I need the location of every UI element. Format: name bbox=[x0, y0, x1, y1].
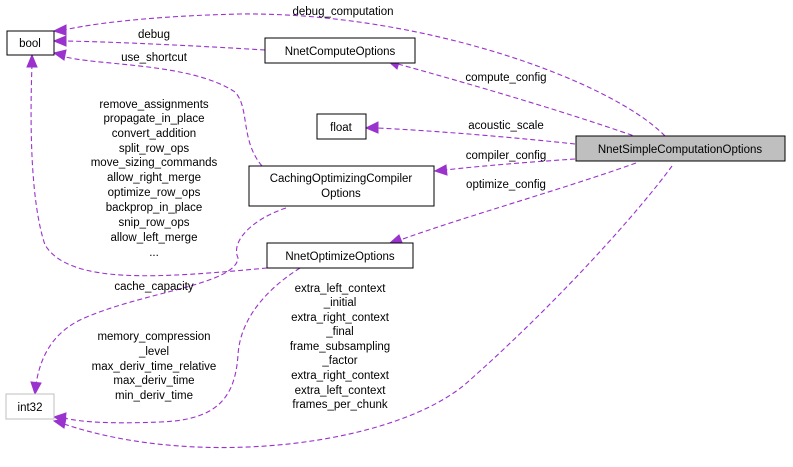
node-label: float bbox=[330, 122, 353, 134]
field-label: optimize_row_ops bbox=[108, 187, 201, 199]
field-label: _initial bbox=[323, 297, 357, 309]
node-box bbox=[264, 37, 416, 64]
field-label: allow_left_merge bbox=[111, 232, 198, 244]
node-box bbox=[5, 393, 55, 420]
arrowhead-caching bbox=[433, 164, 448, 176]
node-box bbox=[575, 135, 786, 162]
edge-labels: debug_computation debug use_shortcut com… bbox=[91, 6, 547, 411]
node-box bbox=[6, 30, 55, 56]
edge-simple-to-caching bbox=[444, 158, 576, 171]
arrowhead-int32-simple bbox=[52, 417, 67, 429]
node-nnet-simple-computation-options[interactable]: NnetSimpleComputationOptions bbox=[575, 135, 786, 162]
node-box bbox=[248, 165, 435, 207]
edge-simple-to-float bbox=[376, 127, 576, 145]
node-box bbox=[316, 113, 367, 140]
edge-compute-to-bool bbox=[63, 40, 266, 51]
label-compute-config: compute_config bbox=[465, 72, 546, 84]
field-label: snip_row_ops bbox=[119, 217, 190, 229]
node-nnet-optimize-options[interactable]: NnetOptimizeOptions bbox=[266, 242, 414, 269]
field-label: memory_compression bbox=[97, 331, 210, 343]
label-cache-capacity: cache_capacity bbox=[114, 281, 194, 293]
field-label: _factor bbox=[321, 355, 357, 367]
label-debug: debug bbox=[138, 29, 170, 41]
field-label: _final bbox=[325, 326, 354, 338]
field-label: backprop_in_place bbox=[106, 202, 203, 214]
label-acoustic-scale: acoustic_scale bbox=[468, 120, 543, 132]
arrowhead-bool-flags bbox=[26, 53, 38, 68]
field-label: extra_right_context bbox=[291, 312, 390, 324]
edge-caching-to-int32 bbox=[35, 207, 287, 385]
field-label: remove_assignments bbox=[99, 99, 209, 111]
field-label: split_row_ops bbox=[119, 143, 190, 155]
edge-caching-to-bool bbox=[61, 55, 263, 167]
field-label: move_sizing_commands bbox=[91, 157, 218, 169]
arrowhead-bool-shortcut bbox=[52, 49, 67, 61]
label-use-shortcut: use_shortcut bbox=[121, 52, 188, 64]
node-label: bool bbox=[19, 38, 41, 50]
edge-simple-to-bool bbox=[63, 13, 666, 137]
node-label: NnetOptimizeOptions bbox=[285, 251, 395, 263]
node-label-line2: Options bbox=[321, 188, 361, 200]
node-int32[interactable]: int32 bbox=[5, 393, 55, 420]
arrowhead-float bbox=[364, 121, 379, 134]
node-box bbox=[266, 242, 414, 269]
node-nnet-compute-options[interactable]: NnetComputeOptions bbox=[264, 37, 416, 64]
field-label: max_deriv_time_relative bbox=[92, 361, 217, 373]
edge-simple-to-int32 bbox=[63, 165, 673, 449]
field-label: frame_subsampling bbox=[290, 341, 390, 353]
label-debug-computation: debug_computation bbox=[292, 6, 393, 18]
field-label: extra_left_context bbox=[295, 283, 387, 295]
node-bool[interactable]: bool bbox=[6, 30, 55, 56]
field-label: min_deriv_time bbox=[115, 390, 193, 402]
edge-simple-to-optimize bbox=[399, 162, 637, 241]
label-optimize-bool-fields: remove_assignments propagate_in_place co… bbox=[91, 99, 218, 259]
field-label: max_deriv_time bbox=[113, 375, 194, 387]
edge-simple-to-compute bbox=[397, 63, 641, 139]
field-label: extra_right_context bbox=[291, 370, 390, 382]
node-label-line1: CachingOptimizingCompiler bbox=[270, 173, 413, 185]
label-optimize-int-fields: memory_compression _level max_deriv_time… bbox=[92, 331, 217, 402]
arrowhead-bool-debug bbox=[52, 35, 67, 47]
edge-optimize-to-bool bbox=[30, 63, 268, 277]
field-label: convert_addition bbox=[112, 128, 196, 140]
node-label: int32 bbox=[18, 402, 43, 414]
label-simple-int-fields: extra_left_context _initial extra_right_… bbox=[290, 283, 390, 411]
field-label: propagate_in_place bbox=[103, 113, 204, 125]
field-label: allow_right_merge bbox=[107, 172, 201, 184]
node-label: NnetSimpleComputationOptions bbox=[598, 144, 763, 156]
arrowhead-bool-top bbox=[52, 24, 67, 36]
field-label: frames_per_chunk bbox=[292, 399, 387, 411]
node-label: NnetComputeOptions bbox=[285, 46, 396, 58]
label-compiler-config: compiler_config bbox=[466, 150, 547, 162]
node-caching-optimizing-compiler-options[interactable]: CachingOptimizingCompiler Options bbox=[248, 165, 435, 207]
label-optimize-config: optimize_config bbox=[466, 179, 546, 191]
field-label: extra_left_context bbox=[295, 385, 387, 397]
edge-optimize-to-int32 bbox=[63, 267, 301, 424]
field-label: ... bbox=[149, 247, 159, 259]
field-label: _level bbox=[138, 346, 169, 358]
node-float[interactable]: float bbox=[316, 113, 367, 140]
arrowhead-int32-cache bbox=[30, 381, 42, 396]
